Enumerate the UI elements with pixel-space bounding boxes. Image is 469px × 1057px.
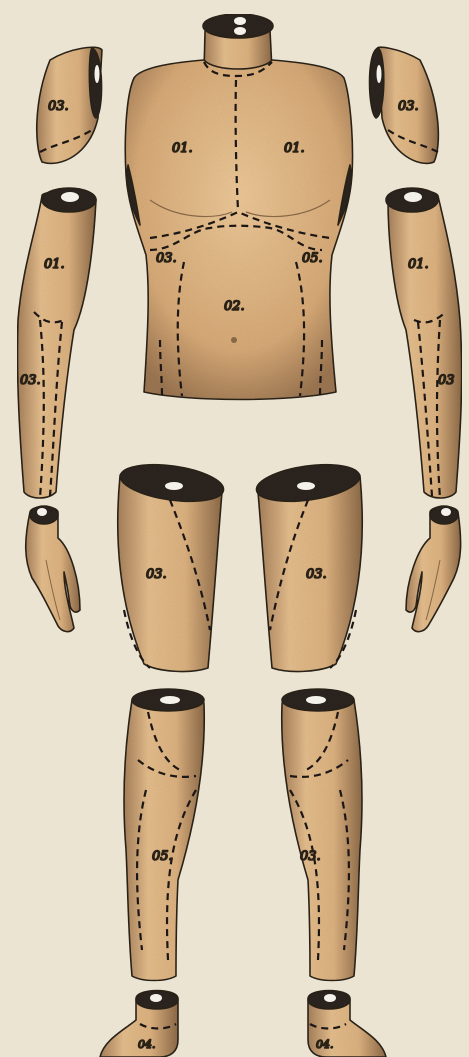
mannequin-svg: 01. 01. 02. 03. 05. 03. 03. bbox=[0, 0, 469, 1057]
mannequin-parts-illustration: 01. 01. 02. 03. 05. 03. 03. bbox=[0, 0, 469, 1057]
